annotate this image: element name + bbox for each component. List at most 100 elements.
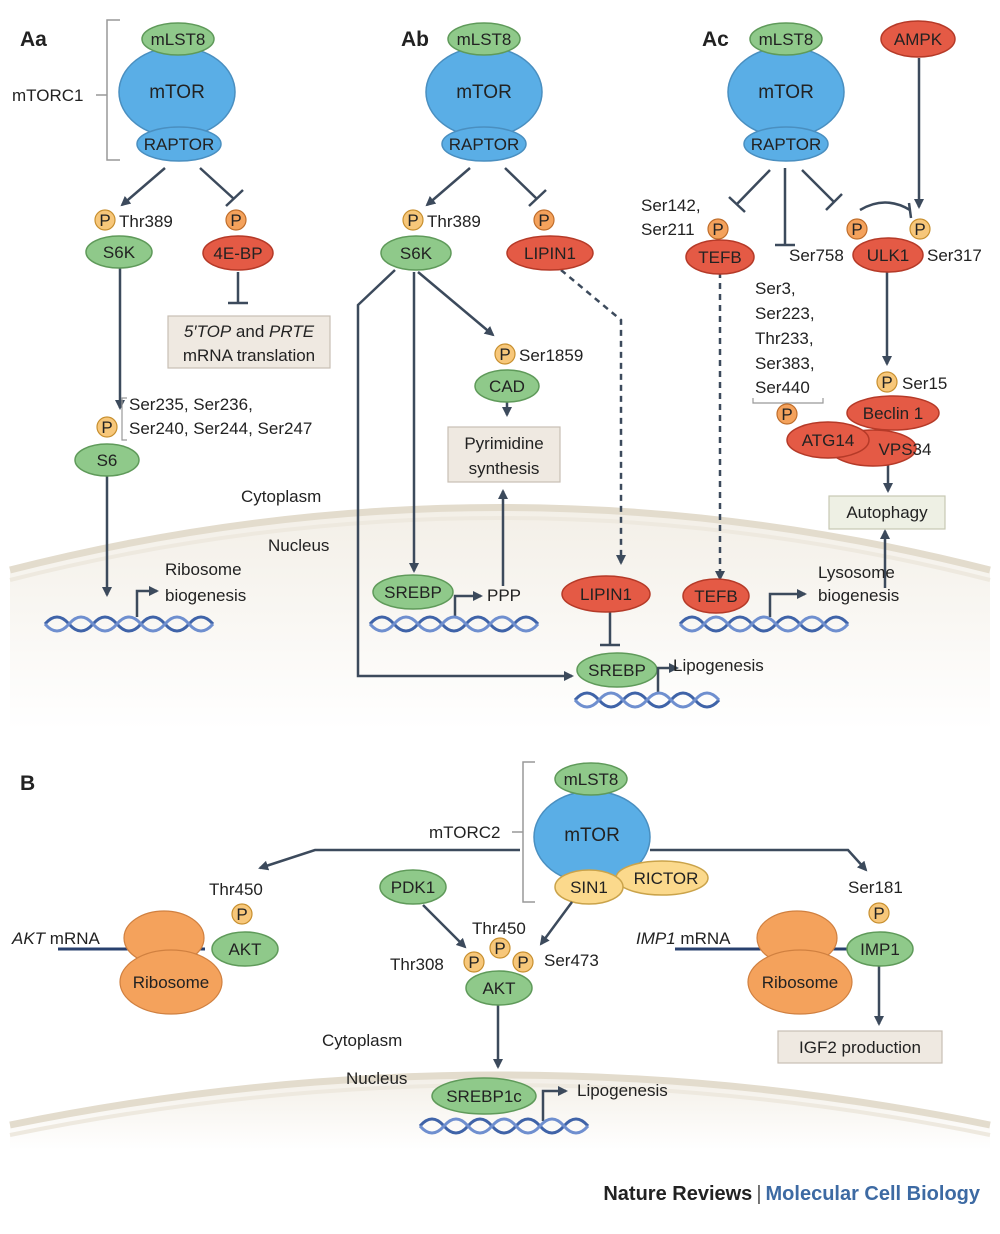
phospho-p-ac-1: P — [712, 220, 723, 239]
tefb-node — [685, 239, 755, 275]
phospho-ser15 — [876, 371, 898, 393]
srebp-lipogenesis-label: SREBP — [588, 661, 646, 680]
phospho-p-ab-3: P — [499, 345, 510, 364]
panel-label-ab: Ab — [401, 28, 429, 51]
phospho-4ebp — [225, 209, 247, 231]
tefb-label: TEFB — [698, 248, 741, 267]
phospho-p-b-4: P — [517, 953, 528, 972]
atg14-site-1: Ser3, — [755, 279, 796, 298]
igf2-box — [777, 1030, 943, 1064]
tefb-sites-line2: Ser211 — [641, 220, 695, 239]
s6-sites-line2: Ser240, Ser244, Ser247 — [129, 419, 312, 438]
footer-separator: | — [756, 1183, 762, 1205]
mtor-label-aa: mTOR — [149, 82, 205, 103]
ribosome-large-right — [747, 949, 853, 1015]
cad-label: CAD — [489, 377, 525, 396]
phospho-thr450-mid — [489, 937, 511, 959]
lipin1-nuclear-node — [561, 575, 651, 613]
imp1-label: IMP1 — [860, 940, 900, 959]
pyrimidine-line1: Pyrimidine — [464, 434, 543, 453]
mtorc1-bracket — [96, 19, 120, 161]
s6-sites-bracket — [121, 397, 127, 441]
beclin1-label: Beclin 1 — [863, 404, 923, 423]
atg14-node — [786, 421, 870, 459]
akt-node-mid — [465, 970, 533, 1006]
lipin1-node — [506, 235, 594, 271]
raptor-label-ab: RAPTOR — [449, 135, 520, 154]
ser317-label: Ser317 — [927, 246, 982, 265]
phospho-p-b-5: P — [873, 904, 884, 923]
mtorc2-label: mTORC2 — [429, 823, 500, 842]
atg14-site-5: Ser440 — [755, 378, 810, 397]
sin1-label: SIN1 — [570, 878, 608, 897]
srebp-node-ab — [372, 574, 454, 610]
autophagy-label: Autophagy — [846, 503, 928, 522]
ribosome-label-right: Ribosome — [762, 973, 839, 992]
raptor-label-ac: RAPTOR — [751, 135, 822, 154]
mtorc2-complex — [533, 762, 709, 905]
panel-label-b: B — [20, 772, 35, 795]
edges-ab — [356, 167, 620, 681]
ser181-label: Ser181 — [848, 878, 903, 897]
tefb-sites-line1: Ser142, — [641, 196, 701, 215]
phospho-p-aa-1: P — [99, 211, 110, 230]
phospho-p-ab-1: P — [407, 211, 418, 230]
phospho-ser473 — [512, 951, 534, 973]
cad-node — [474, 369, 540, 403]
ser473-label: Ser473 — [544, 951, 599, 970]
lipin1-label: LIPIN1 — [524, 244, 576, 263]
phospho-p-ac-4: P — [781, 405, 792, 424]
mlst8-label-aa: mLST8 — [151, 30, 206, 49]
ampk-label: AMPK — [894, 30, 943, 49]
imp1-mrna-label: IMP1 mRNA — [636, 929, 731, 948]
s6k-node-aa — [85, 235, 153, 269]
mtor-label-ab: mTOR — [456, 82, 512, 103]
nucleus-label-b: Nucleus — [346, 1069, 407, 1088]
translation-box — [167, 315, 331, 369]
ppp-label: PPP — [487, 586, 521, 605]
translation-line1: 5′TOP and PRTE — [184, 322, 315, 341]
mtorc1-complex-ac — [727, 22, 845, 162]
mlst8-label-ab: mLST8 — [457, 30, 512, 49]
s6-label: S6 — [97, 451, 118, 470]
mlst8-label-b: mLST8 — [564, 770, 619, 789]
transcription-arrow-ppp — [453, 591, 483, 617]
phospho-p-ab-2: P — [538, 211, 549, 230]
transcription-arrow-lipogenesis-b — [541, 1086, 568, 1121]
phospho-s6 — [96, 416, 118, 438]
s6-sites-line1: Ser235, Ser236, — [129, 395, 253, 414]
ribosome-biogenesis-line2: biogenesis — [165, 586, 246, 605]
ribosome-large-left — [119, 949, 223, 1015]
akt-node-left — [211, 931, 279, 967]
srebp-label-ab: SREBP — [384, 583, 442, 602]
phospho-p-ac-3: P — [914, 220, 925, 239]
phospho-ser758 — [846, 218, 868, 240]
s6k-node-ab — [380, 235, 452, 271]
s6k-label-aa: S6K — [103, 243, 136, 262]
phospho-p-b-2: P — [468, 953, 479, 972]
autophagy-box — [828, 495, 946, 530]
phospho-p-ac-5: P — [881, 373, 892, 392]
atg14-site-4: Ser383, — [755, 354, 815, 373]
thr308-label: Thr308 — [390, 955, 444, 974]
ribosome-label-left: Ribosome — [133, 973, 210, 992]
mtorc1-complex-aa — [118, 22, 236, 162]
ampk-node — [880, 20, 956, 58]
phospho-atg14 — [776, 403, 798, 425]
thr450-mid-label: Thr450 — [472, 919, 526, 938]
pdk1-label: PDK1 — [391, 878, 435, 897]
mtor-label-b: mTOR — [564, 825, 620, 846]
lipin1-nuclear-label: LIPIN1 — [580, 585, 632, 604]
lipogenesis-label-a: Lipogenesis — [673, 656, 764, 675]
phospho-thr450-left — [231, 903, 253, 925]
footer-credit: Nature Reviews|Molecular Cell Biology — [0, 1183, 980, 1206]
akt-mrna-label: AKT mRNA — [11, 929, 101, 948]
dna-helix-b — [418, 1117, 590, 1135]
atg14-label: ATG14 — [802, 431, 855, 450]
phospho-ser317 — [909, 218, 931, 240]
transcription-arrow-aa — [135, 586, 159, 617]
4ebp-label: 4E-BP — [213, 244, 262, 263]
4ebp-node — [202, 235, 274, 271]
srebp1c-label: SREBP1c — [446, 1087, 522, 1106]
footer-section: Molecular Cell Biology — [765, 1183, 980, 1205]
